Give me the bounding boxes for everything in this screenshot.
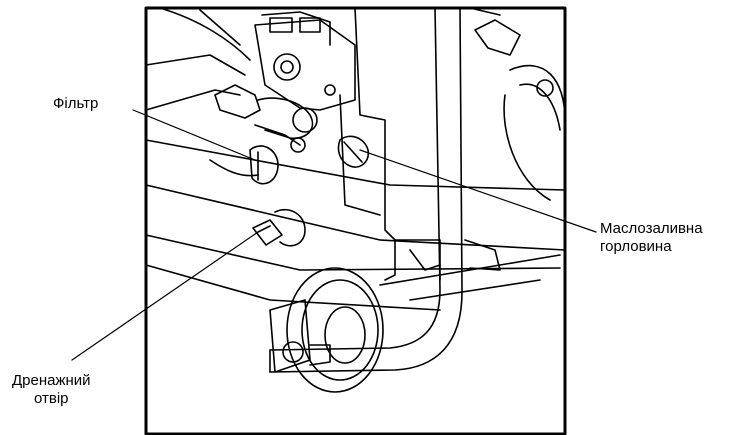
generator-casing-2 [503, 94, 551, 201]
frame-cutout [209, 159, 259, 177]
frame-rail-bottom [145, 264, 441, 311]
fuel-valve-cap [292, 107, 318, 133]
generator-bolt [536, 79, 554, 97]
engine-casing-3 [145, 54, 246, 76]
engine-wall-edge [384, 239, 396, 281]
label-drain-line1: Дренажний [12, 372, 91, 389]
engine-casing-4 [145, 89, 241, 111]
generator-casing [509, 64, 566, 121]
control-bolt [324, 84, 336, 96]
label-filter: Фільтр [53, 95, 99, 112]
control-block [254, 19, 356, 111]
frame-rail-floor [379, 254, 561, 286]
wheel-axle [309, 344, 331, 366]
control-bracket [261, 11, 331, 46]
generator-ring [519, 83, 561, 131]
drain-boss [274, 208, 306, 247]
fuel-line [254, 124, 301, 146]
engine-casing [159, 7, 251, 61]
wheel-hub [324, 306, 366, 364]
drain-plug-face [257, 225, 271, 233]
leader-filter [132, 109, 256, 161]
filter-body [290, 137, 306, 153]
frame-rail-mid [145, 184, 566, 251]
wheel-axle-nut [282, 341, 304, 363]
frame-rail-upper [145, 139, 566, 191]
control-knob-outer [273, 53, 301, 81]
generator-clamp [474, 19, 521, 56]
oil-filler-cap-ridge [343, 141, 363, 163]
fuel-pipe [214, 84, 261, 119]
control-knob-inner [280, 60, 294, 74]
filter-housing [249, 145, 279, 185]
handle-tube-inner [269, 7, 463, 373]
label-oil-filler: Маслозаливна горловина [600, 220, 703, 256]
oil-filler-cap [337, 135, 370, 168]
label-drain-line2: отвір [34, 390, 69, 407]
frame-support [464, 239, 501, 271]
wheel-bracket [269, 299, 311, 373]
frame-support-2 [409, 249, 441, 271]
wheel-outer [286, 267, 384, 393]
engine-casing-2 [199, 9, 241, 46]
engine-wall [354, 7, 441, 281]
label-oil-filler-line1: Маслозаливна [600, 220, 703, 237]
control-tab-2 [299, 17, 321, 33]
handle-tube-outer [269, 7, 441, 351]
label-oil-filler-line2: горловина [600, 238, 672, 255]
control-tab [269, 17, 293, 33]
engine-wall-inner [339, 94, 381, 216]
wheel-rim [301, 279, 379, 381]
leader-oil-filler [359, 149, 597, 233]
drain-plug [252, 219, 283, 246]
frame-rail-floor-2 [409, 279, 541, 301]
label-drain: Дренажний отвір [12, 372, 91, 408]
generator-strap [469, 7, 501, 16]
leader-drain [71, 231, 259, 361]
